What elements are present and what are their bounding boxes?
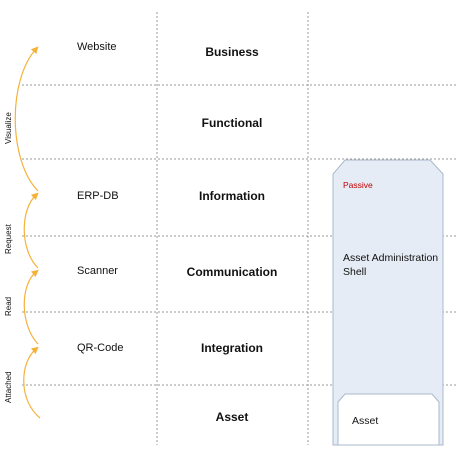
read-arrow	[23, 269, 39, 345]
item-scanner: Scanner	[77, 265, 118, 277]
aas-shell	[332, 159, 444, 446]
attached-arrow	[23, 346, 41, 419]
side-label-visualize: Visualize	[4, 112, 13, 144]
item-website: Website	[77, 41, 117, 53]
item-erp-db: ERP-DB	[77, 190, 119, 202]
item-qr-code: QR-Code	[77, 342, 124, 354]
layer-asset: Asset	[215, 410, 249, 424]
side-label-attached: Attached	[4, 371, 13, 403]
side-label-request: Request	[4, 224, 13, 254]
visualize-arrow	[14, 46, 39, 192]
aas-asset-label: Asset	[352, 415, 379, 427]
layer-business: Business	[205, 45, 259, 59]
aas-name: Asset Administration Shell	[343, 252, 439, 278]
asset-box	[337, 393, 440, 446]
layer-information: Information	[199, 189, 265, 203]
layer-integration: Integration	[201, 341, 263, 355]
layer-functional: Functional	[201, 116, 263, 130]
aas-status-label: Passive	[343, 180, 373, 190]
side-label-read: Read	[4, 296, 13, 316]
layer-communication: Communication	[186, 265, 278, 279]
request-arrow	[23, 192, 39, 269]
